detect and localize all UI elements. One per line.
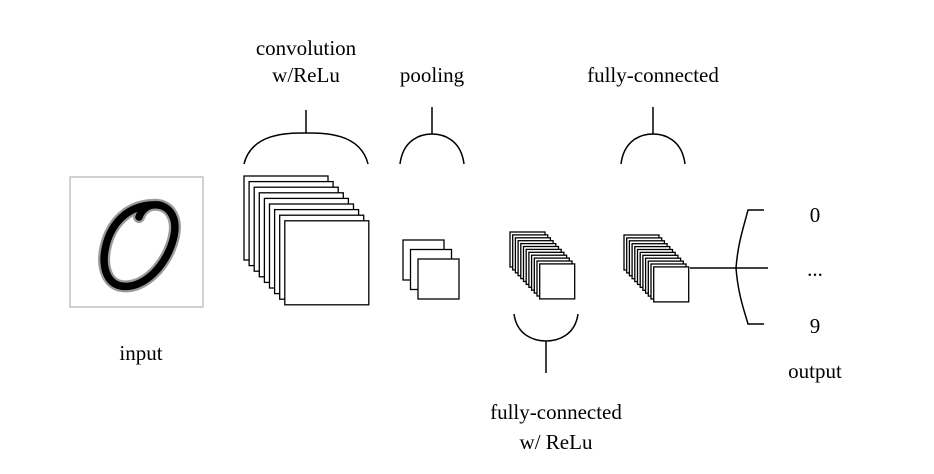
conv-feature-map	[284, 220, 370, 306]
output-class-ellipsis: ...	[807, 257, 823, 281]
pooling-label: pooling	[400, 63, 465, 87]
output-class-0: 0	[810, 203, 821, 227]
handwritten-zero-icon	[98, 198, 181, 293]
pooling-bracket	[399, 107, 465, 165]
pooling-feature-map	[417, 258, 460, 300]
fc-label: fully-connected	[587, 63, 719, 87]
conv-feature-map-stack	[243, 175, 370, 306]
fc-block	[653, 266, 690, 303]
fc-block-stack	[623, 234, 690, 303]
pooling-feature-map-stack	[402, 239, 460, 300]
conv-label-line2: w/ReLu	[272, 63, 340, 87]
output-connector	[690, 209, 768, 325]
input-image	[69, 176, 204, 308]
fc-relu-label-line1: fully-connected	[490, 400, 622, 424]
fc-bracket	[620, 107, 686, 165]
output-class-9: 9	[810, 314, 821, 338]
output-label: output	[788, 359, 842, 383]
fc-relu-label-line2: w/ ReLu	[520, 430, 593, 454]
conv-bracket	[243, 110, 369, 165]
fc-relu-block	[539, 263, 576, 300]
fc-relu-bracket	[513, 313, 579, 373]
fc-relu-block-stack	[509, 231, 576, 300]
input-label: input	[119, 341, 162, 365]
conv-label-line1: convolution	[256, 36, 357, 60]
